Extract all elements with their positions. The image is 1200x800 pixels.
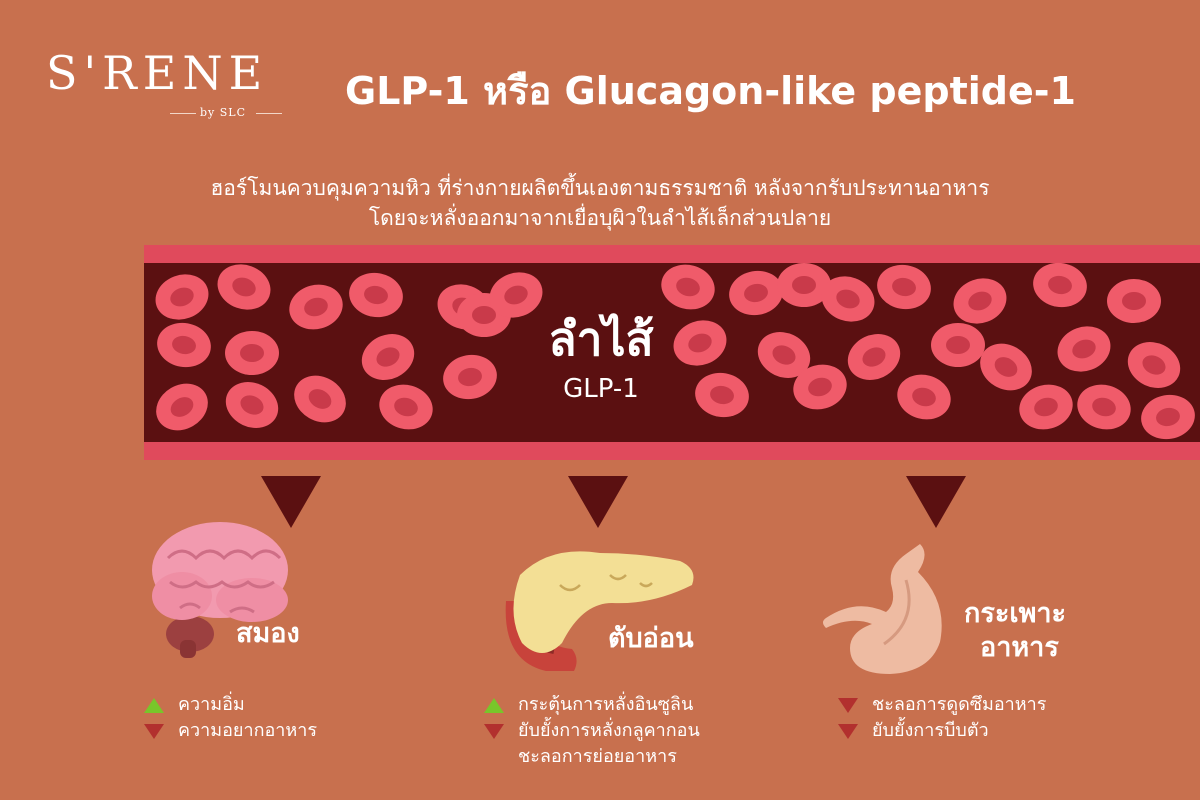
intro-line-2: โดยจะหลั่งออกมาจากเยื่อบุผิวในลำไส้เล็กส… [368,206,832,230]
blood-cell [729,270,783,316]
blood-cell [294,375,346,423]
logo-wordmark: S'RENE [46,46,269,100]
page-title: GLP-1 หรือ Glucagon-like peptide-1 [345,69,1076,113]
blood-cell [1127,342,1181,388]
blood-cell [217,264,271,310]
blood-cell [289,284,343,330]
vessel-wall-top [144,245,1200,263]
effect-text: ความอิ่ม [178,694,245,715]
blood-cell [673,320,727,366]
blood-cell [225,382,279,428]
blood-cell [157,322,211,368]
brain-effects: ความอิ่ม ความอยากอาหาร [142,692,317,744]
blood-cell [443,354,497,400]
effect-text: ยับยั้งการบีบตัว [872,720,989,741]
increase-icon [484,698,504,713]
vessel-subtitle: GLP-1 [563,374,639,404]
blood-cell [1107,279,1161,323]
organ-label-stomach-1: กระเพาะ [964,598,1067,629]
blood-cell [793,364,847,410]
brain-node: สมอง [140,512,320,662]
blood-cell [847,334,901,380]
blood-cell [757,332,811,378]
effect-item: ยับยั้งการบีบตัว [836,718,1046,744]
logo-sub: by SLC [200,106,247,119]
blood-cell [897,374,951,420]
blood-cell [349,272,403,318]
vessel-title: ลำไส้ [548,312,654,366]
decrease-icon [484,724,504,739]
blood-cell [1141,394,1195,440]
brain-icon [152,522,288,658]
blood-cell [156,383,208,431]
stomach-icon [823,544,942,674]
increase-icon [144,698,164,713]
organ-label-stomach-2: อาหาร [980,632,1059,663]
decrease-icon [144,724,164,739]
effect-text: ชะลอการย่อยอาหาร [518,746,677,767]
vessel-wall-bottom [144,442,1200,460]
effect-text: ยับยั้งการหลั่งกลูคากอน [518,720,700,741]
blood-cell [1057,326,1111,372]
blood-cell [777,263,831,307]
blood-cell [821,276,875,322]
pancreas-node: ตับอ่อน [500,535,700,675]
organ-label-pancreas: ตับอ่อน [608,623,694,654]
effect-item: กระตุ้นการหลั่งอินซูลิน [482,692,700,718]
arrow-down-stomach [906,476,966,528]
stomach-effects: ชะลอการดูดซึมอาหาร ยับยั้งการบีบตัว [836,692,1046,744]
organ-label-brain: สมอง [236,618,300,649]
decrease-icon [838,698,858,713]
arrow-down-brain [261,476,321,528]
effect-text: กระตุ้นการหลั่งอินซูลิน [518,694,694,715]
effect-item: ชะลอการดูดซึมอาหาร [836,692,1046,718]
blood-cell [489,272,543,318]
decrease-icon [838,724,858,739]
effect-item: ความอิ่ม [142,692,317,718]
brand-logo: S'RENE by SLC [40,40,290,130]
logo-line-right [256,113,282,114]
blood-cell [877,264,931,310]
blood-cell [980,343,1032,391]
arrow-down-pancreas [568,476,628,528]
blood-cell [379,384,433,430]
blood-cell [361,334,415,380]
blood-cells [155,262,1195,440]
stomach-node: กระเพาะ อาหาร [820,540,1070,680]
pancreas-icon [505,551,694,671]
intestine-band: ลำไส้ GLP-1 [144,245,1200,460]
effect-text: ความอยากอาหาร [178,720,318,741]
blood-cell [953,278,1007,324]
blood-cell [225,331,279,375]
blood-cell [661,264,715,310]
blood-cell [1077,384,1131,430]
intro-line-1: ฮอร์โมนควบคุมความหิว ที่ร่างกายผลิตขึ้นเ… [210,176,990,200]
blood-cell [155,274,209,320]
logo-line-left [170,113,196,114]
blood-cell [1019,384,1073,430]
effect-item: ชะลอการย่อยอาหาร [482,744,700,770]
blood-cell [931,323,985,367]
blood-cell [1033,262,1087,308]
pancreas-effects: กระตุ้นการหลั่งอินซูลิน ยับยั้งการหลั่งก… [482,692,700,770]
blood-cell [695,372,749,418]
effect-item: ความอยากอาหาร [142,718,317,744]
effect-text: ชะลอการดูดซึมอาหาร [872,694,1047,715]
effect-item: ยับยั้งการหลั่งกลูคากอน [482,718,700,744]
